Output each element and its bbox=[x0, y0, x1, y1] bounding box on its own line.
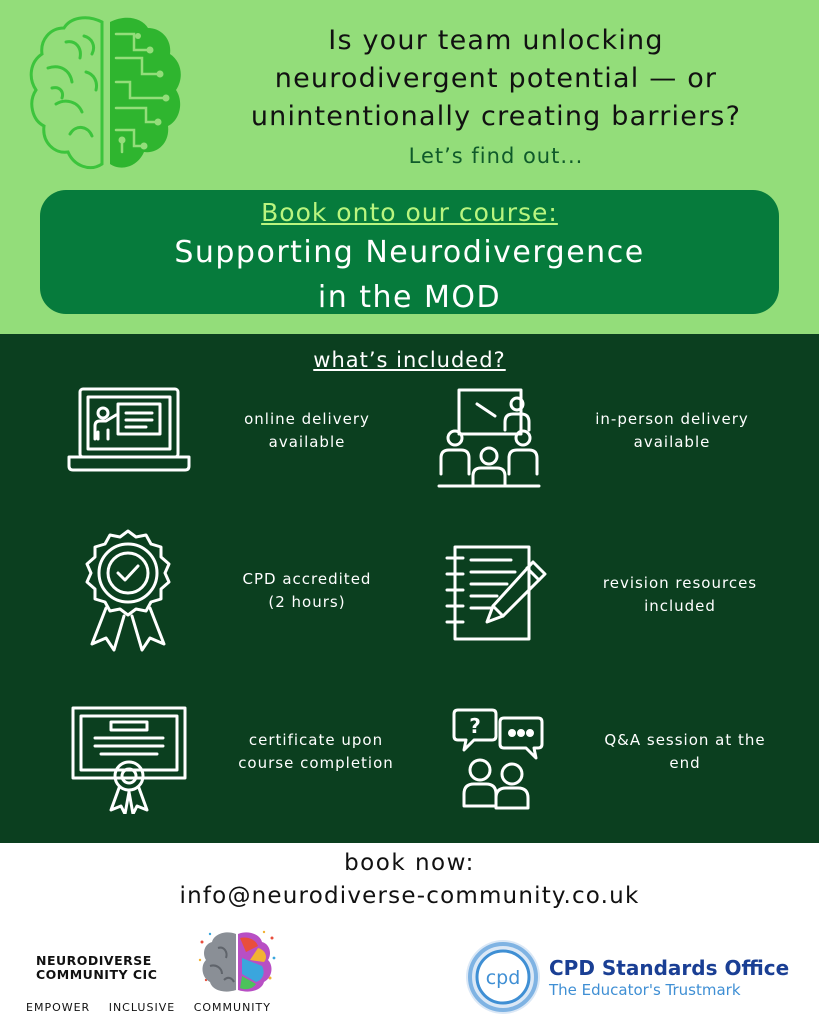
feature-line: course completion bbox=[238, 754, 394, 772]
feature-in-person-delivery: in-person delivery available bbox=[572, 408, 772, 454]
feature-line: end bbox=[669, 754, 701, 772]
headline-line: unintentionally creating barriers? bbox=[250, 101, 742, 132]
hero-section: Is your team unlocking neurodivergent po… bbox=[0, 0, 819, 334]
feature-line: included bbox=[644, 597, 716, 615]
feature-line: certificate upon bbox=[248, 731, 384, 749]
ndc-tag: INCLUSIVE bbox=[108, 1001, 176, 1014]
cpd-badge-icon: cpd bbox=[464, 938, 542, 1016]
cpd-title: CPD Standards Office bbox=[549, 956, 790, 980]
feature-line: in-person delivery bbox=[595, 410, 749, 428]
qa-chat-people-icon: ? bbox=[450, 708, 546, 812]
booking-email[interactable]: info@neurodiverse-community.co.uk bbox=[179, 883, 640, 909]
feature-qa-session: Q&A session at the end bbox=[585, 729, 785, 775]
classroom-presenter-icon bbox=[437, 386, 541, 490]
feature-line: Q&A session at the bbox=[604, 731, 766, 749]
feature-line: available bbox=[268, 433, 346, 451]
feature-revision-resources: revision resources included bbox=[580, 572, 780, 618]
headline-line: Is your team unlocking bbox=[328, 25, 664, 56]
award-badge-icon bbox=[80, 528, 176, 652]
svg-text:?: ? bbox=[469, 714, 481, 738]
feature-line: online delivery bbox=[244, 410, 370, 428]
headline: Is your team unlocking neurodivergent po… bbox=[196, 22, 796, 136]
brain-circuit-icon bbox=[26, 12, 186, 180]
included-section: what’s included? online delivery availab… bbox=[0, 334, 819, 843]
laptop-presentation-icon bbox=[66, 386, 192, 474]
feature-online-delivery: online delivery available bbox=[207, 408, 407, 454]
ndc-name-line: NEURODIVERSE bbox=[36, 953, 152, 968]
headline-line: neurodivergent potential — or bbox=[274, 63, 718, 94]
cpd-subtitle: The Educator's Trustmark bbox=[549, 981, 741, 999]
course-banner: Book onto our course: Supporting Neurodi… bbox=[40, 190, 779, 315]
included-heading: what’s included? bbox=[313, 348, 506, 372]
certificate-icon bbox=[71, 706, 187, 814]
feature-cpd-accredited: CPD accredited (2 hours) bbox=[207, 568, 407, 614]
feature-line: CPD accredited bbox=[242, 570, 372, 588]
colorful-brain-logo bbox=[196, 928, 278, 998]
feature-line: available bbox=[633, 433, 711, 451]
feature-certificate: certificate upon course completion bbox=[216, 729, 416, 775]
subline: Let’s find out... bbox=[408, 144, 584, 168]
book-now-label: book now: bbox=[344, 850, 475, 876]
course-title: Supporting Neurodivergence in the MOD bbox=[40, 230, 779, 320]
course-title-line: in the MOD bbox=[317, 280, 502, 315]
feature-line: (2 hours) bbox=[268, 593, 346, 611]
ndc-tag: EMPOWER bbox=[26, 1001, 91, 1014]
ndc-name-line: COMMUNITY CIC bbox=[36, 967, 158, 982]
course-title-line: Supporting Neurodivergence bbox=[174, 235, 645, 270]
ndc-name: NEURODIVERSE COMMUNITY CIC bbox=[36, 954, 157, 982]
ndc-tag: COMMUNITY bbox=[193, 1001, 271, 1014]
notebook-pencil-icon bbox=[441, 544, 549, 642]
feature-line: revision resources bbox=[602, 574, 758, 592]
cpd-badge-text: cpd bbox=[486, 967, 521, 989]
course-kicker: Book onto our course: bbox=[261, 198, 558, 227]
ndc-tagline: EMPOWER INCLUSIVE COMMUNITY bbox=[26, 1001, 285, 1014]
